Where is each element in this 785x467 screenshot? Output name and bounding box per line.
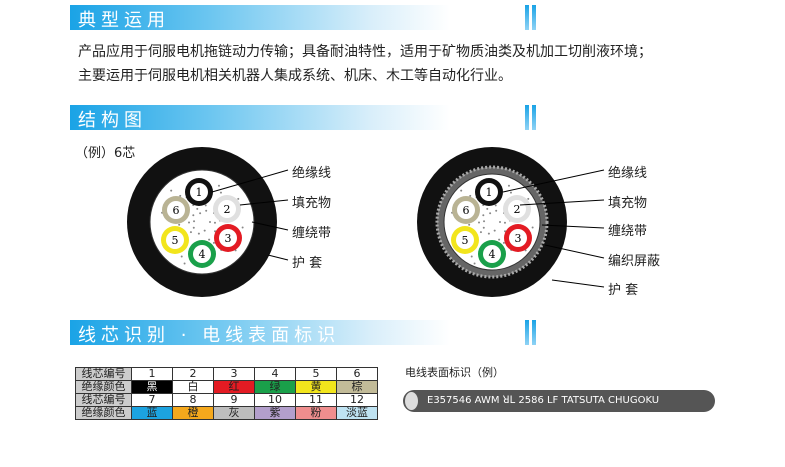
leader-line [551, 279, 605, 288]
table-cell: 7 [131, 393, 173, 407]
structure-label: 缠绕带 [608, 224, 648, 239]
core-number: 5 [462, 234, 469, 247]
row-header: 线芯编号 [75, 367, 132, 381]
table-cell: 蓝 [131, 406, 173, 420]
table-cell: 灰 [213, 406, 255, 420]
leader-line [544, 244, 605, 259]
leader-line [239, 199, 289, 206]
table-cell: 紫 [254, 406, 296, 420]
section-header-structure: 结构图 [70, 105, 536, 131]
table-cell: 棕 [336, 380, 378, 394]
section-header-usage: 典型运用 [70, 5, 536, 31]
table-cell: 黑 [131, 380, 173, 394]
core-number: 2 [224, 203, 231, 216]
table-cell: 5 [295, 367, 337, 381]
leader-line [541, 224, 605, 229]
leader-line [251, 221, 289, 231]
table-cell: 6 [336, 367, 378, 381]
table-cell: 3 [213, 367, 255, 381]
table-cell: 粉 [295, 406, 337, 420]
leader-line [502, 169, 605, 193]
table-cell: 2 [172, 367, 214, 381]
usage-line-2: 主要运用于伺服电机相关机器人集成系统、机床、木工等自动化行业。 [78, 68, 512, 84]
structure-label: 绝缘线 [608, 166, 648, 181]
core-number: 6 [463, 204, 470, 217]
structure-label: 编织屏蔽 [608, 254, 661, 269]
core-number: 1 [196, 186, 203, 199]
structure-label: 护 套 [292, 256, 323, 271]
table-cell: 11 [295, 393, 337, 407]
table-cell: 1 [131, 367, 173, 381]
usage-line-1: 产品应用于伺服电机拖链动力传输；具备耐油特性，适用于矿物质油类及机加工切削液环境… [78, 44, 652, 60]
table-cell: 红 [213, 380, 255, 394]
core-number: 3 [515, 232, 522, 245]
structure-label: 缠绕带 [292, 226, 332, 241]
core-number: 1 [486, 186, 493, 199]
example-label: （例）6芯 [75, 146, 136, 161]
core-number: 2 [514, 203, 521, 216]
table-cell: 白 [172, 380, 214, 394]
leader-line [211, 169, 289, 193]
leader-line [519, 199, 605, 206]
row-header: 线芯编号 [75, 393, 132, 407]
structure-label: 填充物 [292, 196, 332, 211]
table-cell: 12 [336, 393, 378, 407]
structure-label: 填充物 [608, 196, 648, 211]
header-title: 结构图 [78, 110, 147, 131]
header-title: 典型运用 [78, 10, 170, 31]
marking-caption: 电线表面标识（例） [405, 366, 504, 379]
table-cell: 9 [213, 393, 255, 407]
table-cell: 绿 [254, 380, 296, 394]
table-cell: 淡蓝 [336, 406, 378, 420]
core-number: 3 [225, 232, 232, 245]
row-header: 绝缘颜色 [75, 380, 132, 394]
row-header: 绝缘颜色 [75, 406, 132, 420]
leader-line [267, 254, 289, 261]
structure-label: 护 套 [608, 283, 639, 298]
core-number: 4 [199, 248, 206, 261]
core-number: 6 [173, 204, 180, 217]
table-cell: 8 [172, 393, 214, 407]
core-number: 5 [172, 234, 179, 247]
table-cell: 黄 [295, 380, 337, 394]
core-number: 4 [489, 248, 496, 261]
table-cell: 橙 [172, 406, 214, 420]
structure-label: 绝缘线 [292, 166, 332, 181]
wire-marking-example: E357546 AWM ꓤꓡ 2586 LF TATSUTA CHUGOKU [403, 390, 715, 412]
table-row: 绝缘颜色蓝橙灰紫粉淡蓝 [75, 406, 378, 420]
marking-text: E357546 AWM ꓤꓡ 2586 LF TATSUTA CHUGOKU [427, 395, 660, 406]
table-cell: 4 [254, 367, 296, 381]
table-cell: 10 [254, 393, 296, 407]
section-header-identification: 线芯识别 · 电线表面标识 [70, 320, 536, 346]
wire-end-icon [405, 392, 418, 410]
header-title: 线芯识别 · 电线表面标识 [78, 325, 341, 346]
table-row: 绝缘颜色黑白红绿黄棕 [75, 380, 378, 394]
